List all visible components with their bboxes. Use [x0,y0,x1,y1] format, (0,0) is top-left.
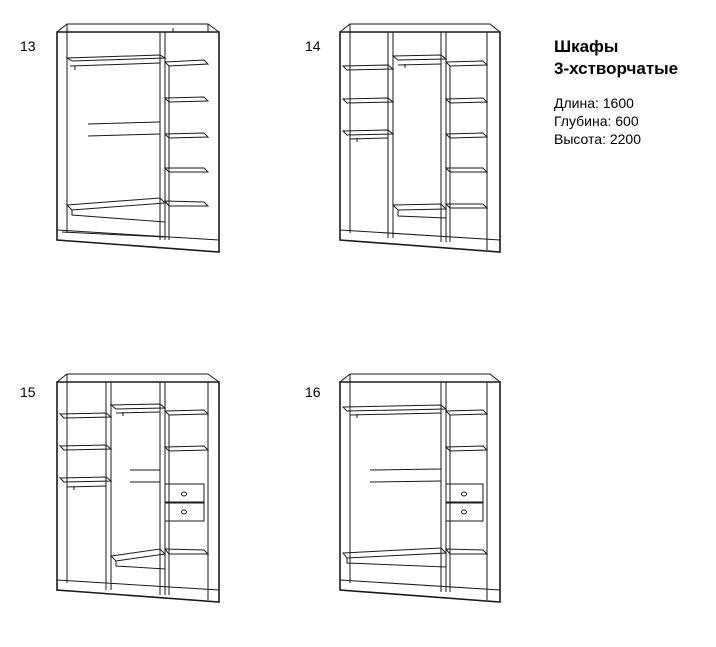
spec-depth: Глубина: 600 [554,113,639,129]
dimensions-block: Длина: 1600 Глубина: 600 Высота: 2200 [554,94,641,148]
title-line-1: Шкафы [554,37,619,56]
item-number-15: 15 [20,384,36,400]
catalog-title: Шкафы 3-хстворчатые [554,36,678,80]
spec-height: Высота: 2200 [554,131,642,147]
title-line-2: 3-хстворчатые [554,59,679,78]
item-number-13: 13 [20,38,36,54]
item-number-14: 14 [305,38,321,54]
spec-length: Длина: 1600 [554,95,634,111]
item-number-16: 16 [305,384,321,400]
